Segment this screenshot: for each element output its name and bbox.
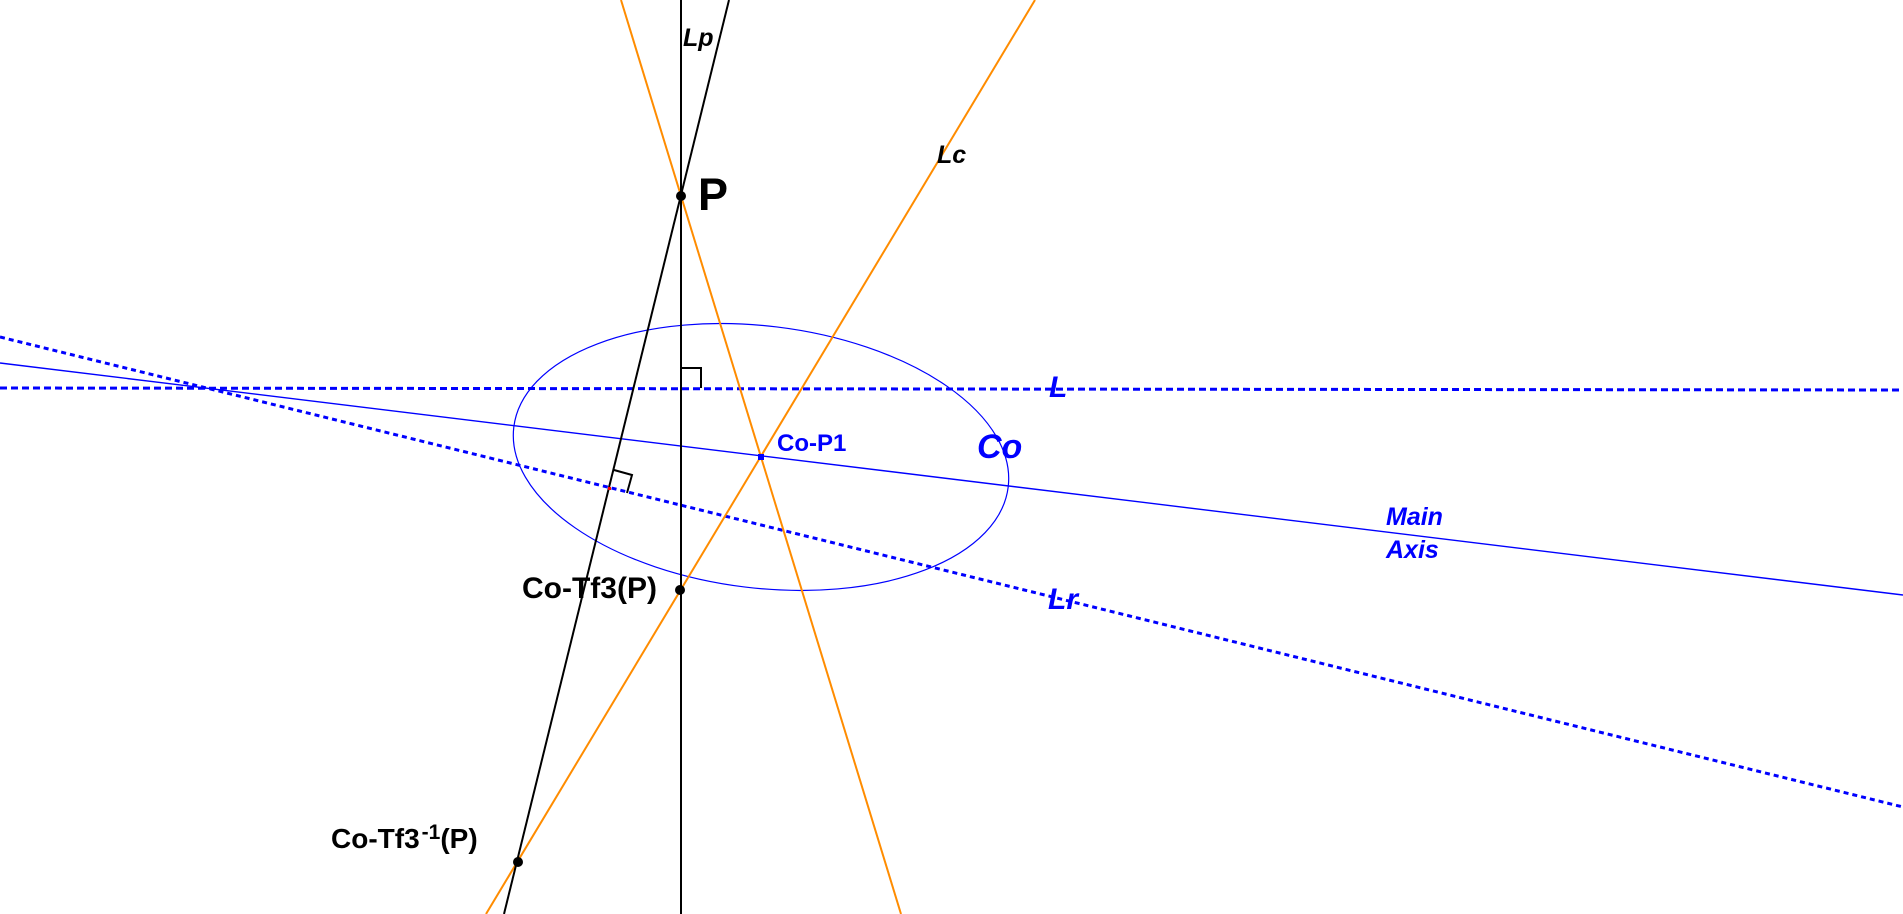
label-lc: Lc [937, 141, 967, 169]
label-co-p1: Co-P1 [777, 430, 847, 457]
label-lp: Lp [683, 24, 714, 52]
label-l: L [1049, 371, 1068, 404]
black-slant-line[interactable] [503, 0, 730, 914]
point-co-tf3-inverse[interactable] [513, 857, 523, 867]
label-p: P [698, 169, 729, 220]
point-co-p1[interactable] [758, 454, 764, 460]
point-co-tf3[interactable] [675, 585, 685, 595]
label-co: Co [977, 428, 1023, 466]
label-lr: Lr [1048, 583, 1078, 616]
label-main-axis-line1: Main [1386, 503, 1443, 531]
line-lr[interactable] [0, 335, 1903, 809]
right-angle-marker-lr [613, 469, 634, 494]
label-co-tf3-inverse-tail: (P) [440, 823, 478, 854]
point-p[interactable] [676, 191, 686, 201]
label-co-tf3-inverse-base: Co-Tf3 [331, 823, 420, 854]
label-main-axis-line2: Axis [1386, 536, 1439, 564]
right-angle-marker-l [682, 367, 702, 388]
line-l[interactable] [0, 386, 1903, 392]
label-co-tf3-inverse-exponent: -1 [421, 820, 441, 844]
main-axis-line[interactable] [0, 362, 1903, 596]
intersection-marker-red [608, 487, 611, 490]
ellipse-co[interactable] [498, 297, 1024, 617]
label-co-tf3-inverse: Co-Tf3-1(P) [331, 822, 478, 854]
label-co-tf3: Co-Tf3(P) [522, 572, 657, 605]
